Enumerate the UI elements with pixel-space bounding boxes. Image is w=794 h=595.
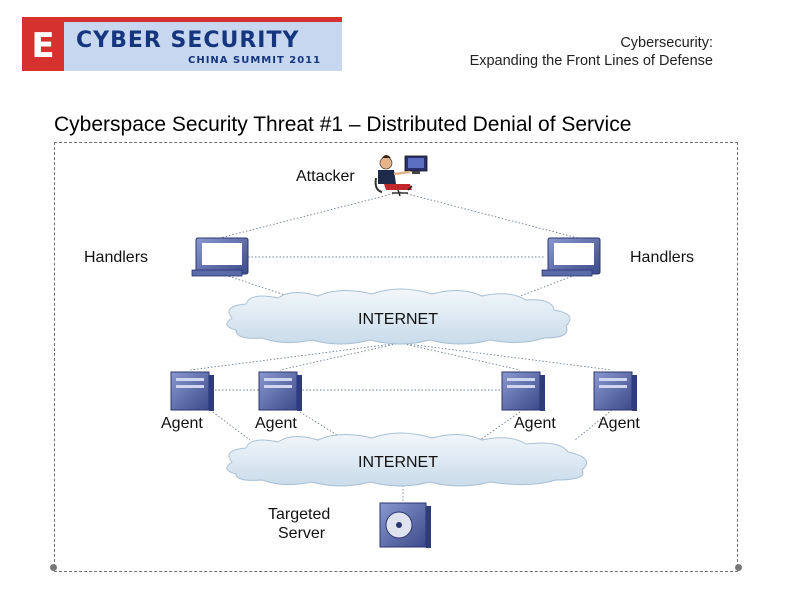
attacker-label: Attacker (296, 168, 355, 185)
presentation-header: Cybersecurity: Expanding the Front Lines… (470, 34, 713, 70)
diagram-frame (54, 142, 738, 572)
target-label-line-2: Server (278, 525, 326, 542)
internet-top-label: INTERNET (358, 311, 438, 328)
agent-server-2-icon (258, 371, 302, 411)
footer-dot-right (735, 564, 742, 571)
header-line-1: Cybersecurity: (620, 35, 713, 51)
internet-cloud-bottom-icon (226, 432, 588, 487)
agent-server-4-icon (593, 371, 637, 411)
agent-server-3-icon (501, 371, 545, 411)
connector-lines (189, 191, 613, 502)
agent-label-2: Agent (255, 415, 297, 432)
agent-label-3: Agent (514, 415, 556, 432)
handler-left-monitor-icon (191, 237, 249, 277)
handlers-left-label: Handlers (84, 249, 148, 266)
internet-bottom-label: INTERNET (358, 454, 438, 471)
logo-panel: CYBER SECURITY CHINA SUMMIT 2011 (64, 22, 342, 71)
logo-sub-text: CHINA SUMMIT 2011 (188, 55, 322, 66)
handlers-right-label: Handlers (630, 249, 694, 266)
agent-label-4: Agent (598, 415, 640, 432)
internet-cloud-top-icon (226, 288, 571, 345)
target-label-line-1: Targeted (268, 506, 330, 523)
logo-red-bar (22, 17, 342, 22)
targeted-server-icon (379, 502, 431, 548)
logo-letter: E (31, 26, 55, 66)
attacker-icon (374, 155, 428, 197)
summit-logo: E CYBER SECURITY CHINA SUMMIT 2011 (22, 17, 342, 71)
slide-title: Cyberspace Security Threat #1 – Distribu… (54, 113, 632, 136)
footer-dot-left (50, 564, 57, 571)
agent-server-1-icon (170, 371, 214, 411)
handler-right-monitor-icon (541, 237, 601, 277)
header-line-2: Expanding the Front Lines of Defense (469, 53, 713, 69)
logo-red-block (22, 17, 64, 71)
agent-label-1: Agent (161, 415, 203, 432)
logo-main-text: CYBER SECURITY (76, 28, 300, 53)
